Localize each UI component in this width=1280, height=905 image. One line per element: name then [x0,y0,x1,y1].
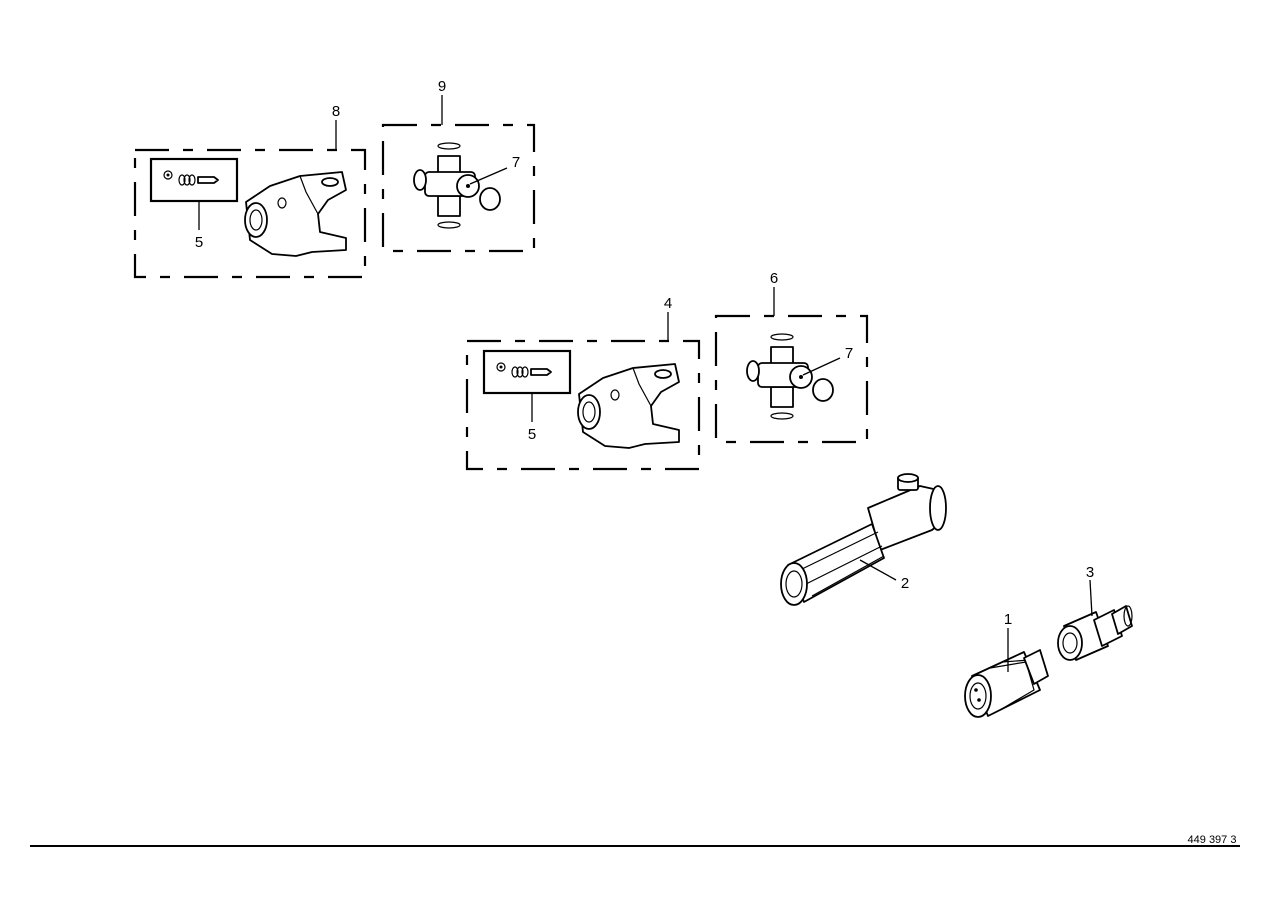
cross-kit-9-frame [381,123,536,253]
drawing-reference-number: 449 397 3 [1188,834,1237,846]
cross-kit-9: 9 7 [381,78,536,253]
callout-9: 9 [438,78,446,95]
pin-kit-box-5-top [149,157,239,203]
callout-1: 1 [1004,611,1012,628]
yoke-assembly-8: 8 5 [133,103,367,279]
callout-5-top: 5 [195,234,203,251]
callout-6: 6 [770,270,778,287]
adapter-fitting-3 [1057,605,1133,661]
cross-kit-6-frame [714,314,869,444]
quick-coupler-1 [964,649,1049,718]
yoke-part-top [244,171,347,257]
yoke-assembly-4: 4 5 [465,295,701,471]
callout-3: 3 [1086,564,1094,581]
callout-5-middle: 5 [528,426,536,443]
pin-kit-box-5-middle [482,349,572,395]
yoke-assembly-4-frame [465,339,701,471]
cross-part-top [413,142,501,229]
yoke-assembly-8-frame [133,148,367,279]
callout-7-top: 7 [512,154,520,171]
cross-part-middle [746,333,834,420]
splined-shaft-2 [780,473,947,606]
callout-2: 2 [901,575,909,592]
callout-4: 4 [664,295,672,312]
callout-7-middle: 7 [845,345,853,362]
yoke-part-middle [577,363,680,449]
cross-kit-6: 6 7 [714,270,869,444]
callout-8: 8 [332,103,340,120]
